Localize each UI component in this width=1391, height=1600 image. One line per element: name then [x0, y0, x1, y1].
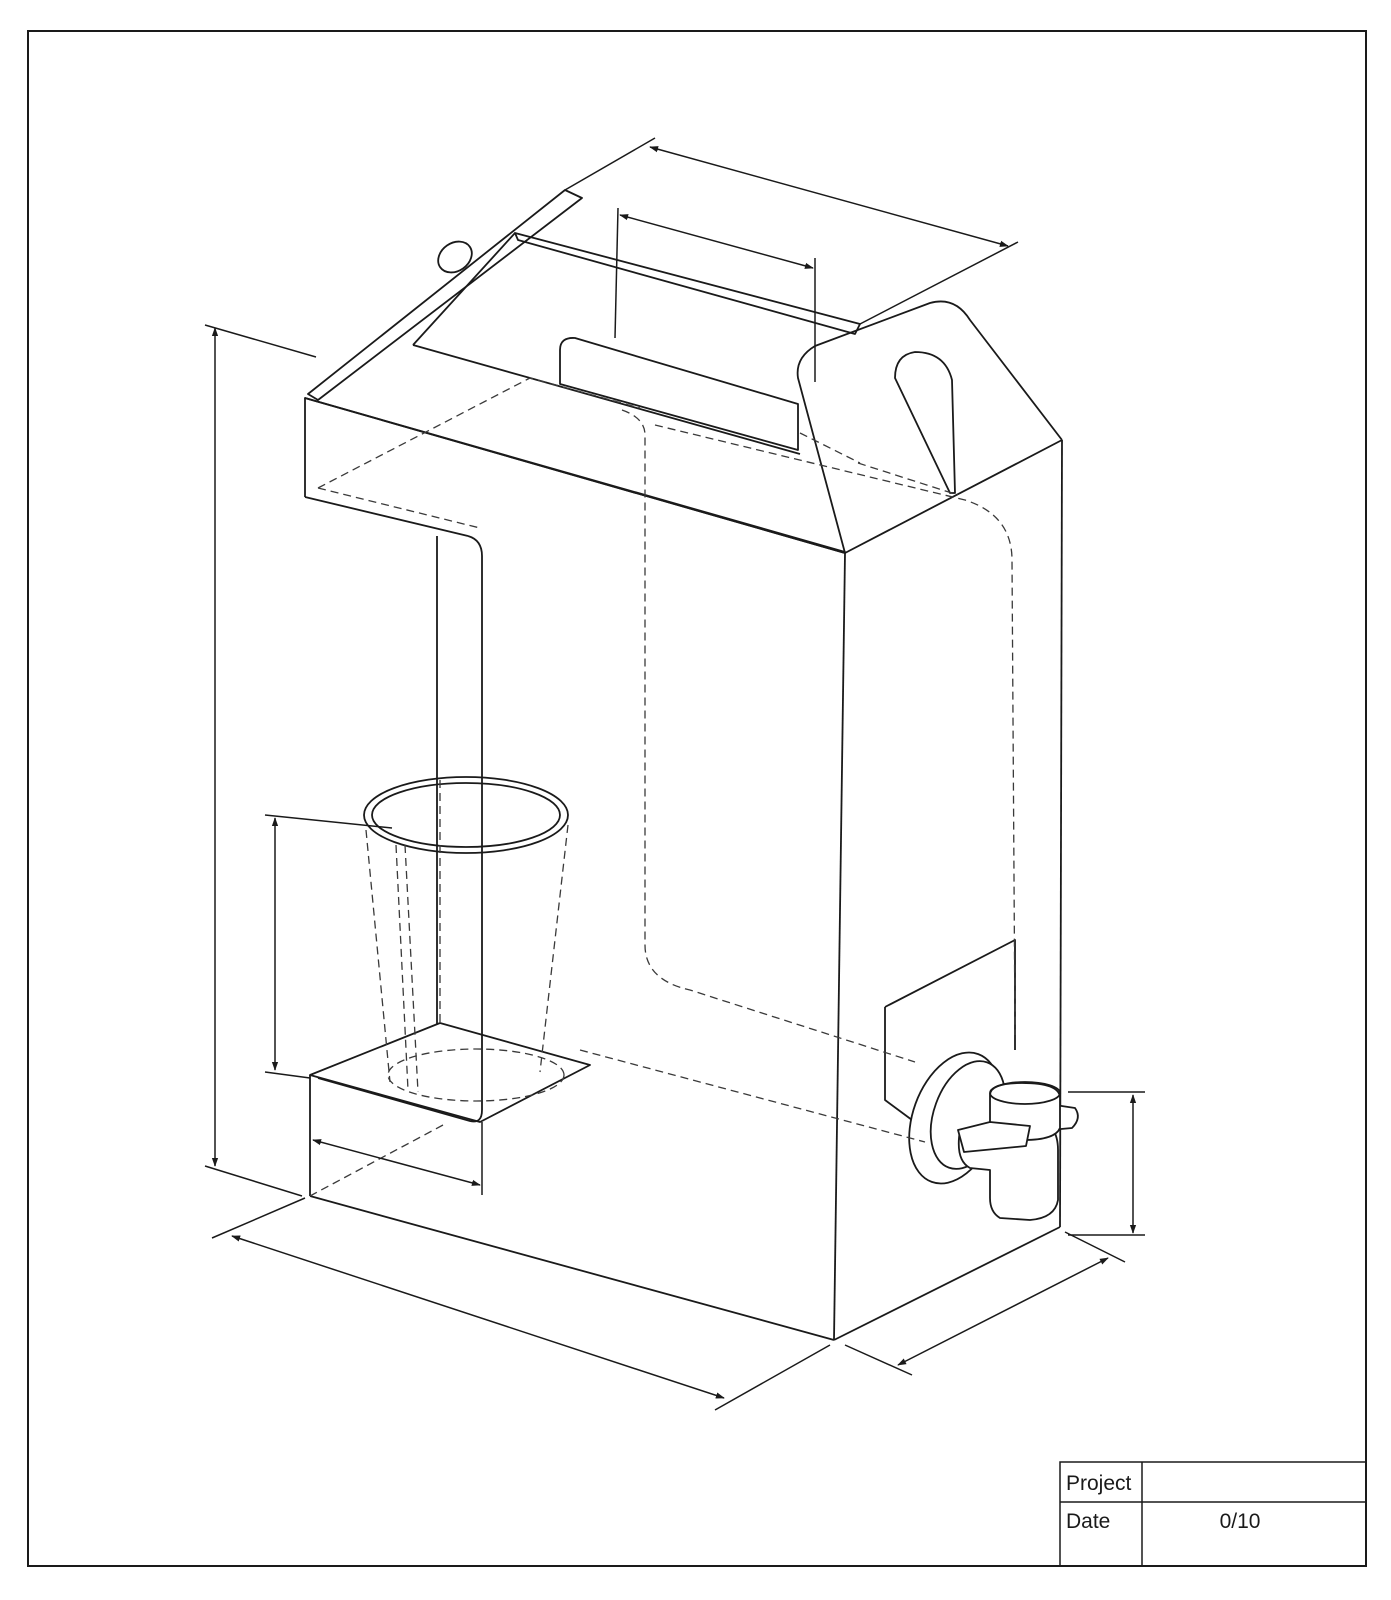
project-label: Project — [1066, 1472, 1132, 1495]
cup-tray — [309, 1022, 591, 1123]
date-label: Date — [1066, 1510, 1110, 1533]
cup-hidden — [365, 780, 569, 1102]
title-block — [1059, 1461, 1367, 1567]
cup — [363, 776, 569, 854]
sheet-border — [27, 30, 1367, 1567]
cup-rim-outer — [363, 776, 569, 854]
spout-tap — [884, 939, 1079, 1221]
carry-handle — [307, 189, 1063, 554]
hidden-lines — [309, 377, 1016, 1197]
cup-rim-inner — [371, 782, 561, 848]
date-value: 0/10 — [1220, 1510, 1261, 1533]
dimension-lines — [204, 137, 1145, 1411]
dispenser-box — [304, 397, 1063, 1341]
